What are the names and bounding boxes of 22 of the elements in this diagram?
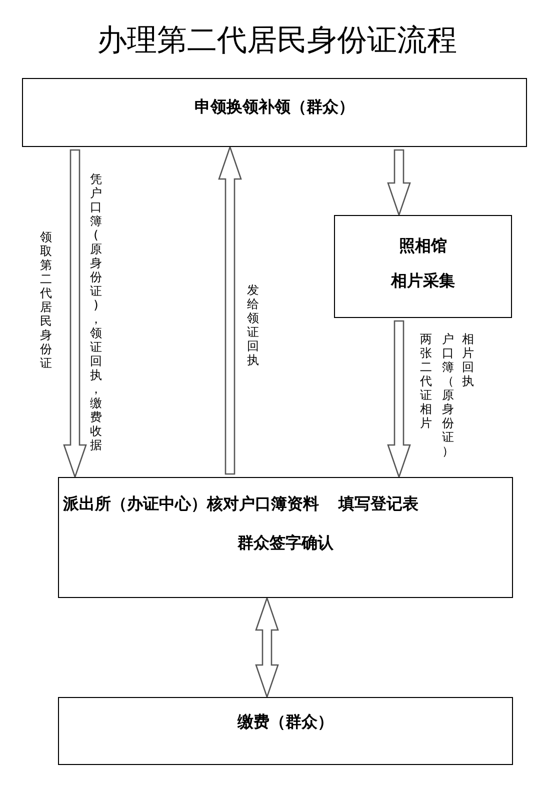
box-text: 相片采集 [390,271,456,292]
process-box [58,477,513,598]
block-arrow [255,596,279,699]
block-arrow [218,145,242,475]
box-text: 申领换领补领（群众） [194,97,356,118]
note-text: 相片回执 [462,332,474,388]
edge-label: 凭户口簿(原身份证)，领证回执，缴费收据 [90,172,102,452]
block-arrow [63,149,87,479]
note-text: 领取第二代居民身份证 [40,230,52,370]
block-arrow [387,149,411,217]
box-text: 群众签字确认 [236,533,334,554]
box-text: 照相馆 [398,236,448,257]
block-arrow [387,320,411,479]
process-box [22,78,527,147]
note-text: 户口簿（原身份证） [442,332,454,458]
note-text: 两张二代证相片 [420,332,432,430]
box-text: 缴费（群众） [236,712,334,733]
title: 办理第二代居民身份证流程 [96,22,458,60]
box-text: 派出所（办证中心）核对户口簿资料 填写登记表 [63,494,420,515]
edge-label: 发给领证回执 [247,283,259,367]
process-box [58,697,513,765]
process-box [334,215,512,318]
